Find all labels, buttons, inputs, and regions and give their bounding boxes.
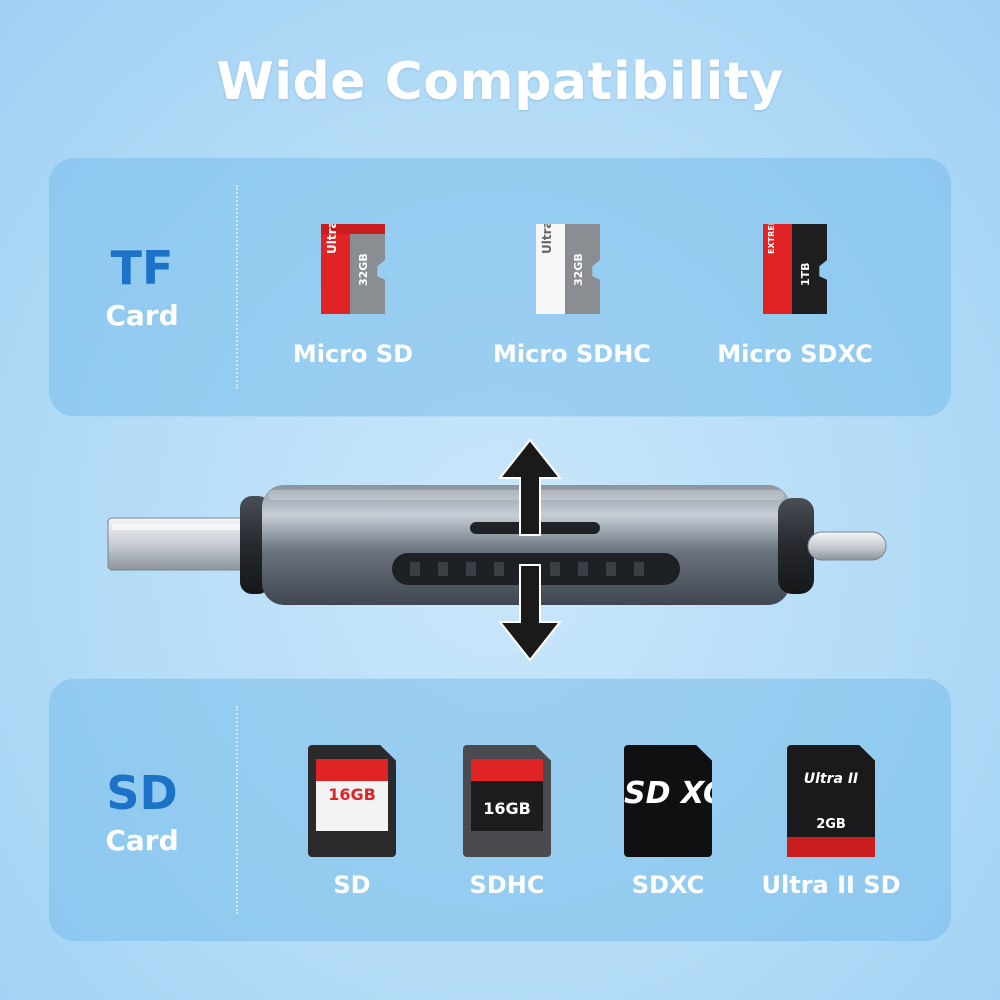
tf-subheading: Card bbox=[105, 299, 179, 332]
sd-card-text: 16GB bbox=[328, 785, 376, 804]
micro-sdxc-item: EXTREME PRO 1TB Micro SDXC bbox=[715, 224, 875, 368]
sdhc-item: 16GB SDHC bbox=[432, 745, 582, 899]
panel-divider bbox=[236, 185, 238, 389]
ultra-ii-card-capacity: 2GB bbox=[816, 817, 846, 832]
sd-category-label: SD Card bbox=[48, 770, 236, 857]
micro-sdhc-label: Micro SDHC bbox=[493, 340, 651, 368]
usb-a-connector bbox=[107, 517, 249, 571]
sdxc-label: SDXC bbox=[631, 871, 705, 899]
panel-divider bbox=[236, 706, 238, 914]
double-arrow-icon bbox=[497, 438, 563, 662]
sdhc-card-image: 16GB bbox=[463, 745, 551, 857]
micro-sd-card-image: Ultra 32GB bbox=[321, 224, 385, 314]
sdxc-card-image: SD XC bbox=[624, 745, 712, 857]
ultra-ii-card-text: Ultra II bbox=[803, 771, 859, 787]
micro-sdhc-card-image: Ultra 32GB bbox=[536, 224, 600, 314]
sd-subheading: Card bbox=[105, 824, 179, 857]
sd-card-panel: SD Card 16GB SD 16GB SDHC SD XC SDXC bbox=[48, 678, 952, 942]
sd-card-image: 16GB bbox=[308, 745, 396, 857]
sd-label: SD bbox=[333, 871, 371, 899]
sdxc-card-logo: SD XC bbox=[624, 776, 726, 811]
right-end-cap bbox=[778, 498, 814, 594]
sdhc-label: SDHC bbox=[469, 871, 545, 899]
micro-sd-item: Ultra 32GB Micro SD bbox=[288, 224, 418, 368]
tf-category-label: TF Card bbox=[48, 245, 236, 332]
ultra-ii-sd-card-image: Ultra II 2GB bbox=[787, 745, 875, 857]
micro-sdhc-item: Ultra 32GB Micro SDHC bbox=[493, 224, 651, 368]
micro-sd-label: Micro SD bbox=[292, 340, 414, 368]
sdhc-card-text: 16GB bbox=[483, 799, 531, 818]
sd-heading: SD bbox=[106, 766, 178, 820]
ultra-ii-sd-label: Ultra II SD bbox=[761, 871, 901, 899]
tf-card-panel: TF Card Ultra 32GB Micro SD Ultra 32GB M… bbox=[48, 157, 952, 417]
tf-heading: TF bbox=[110, 241, 174, 295]
sd-item: 16GB SD bbox=[286, 745, 418, 899]
page-title: Wide Compatibility bbox=[216, 52, 784, 112]
ultra-ii-sd-item: Ultra II 2GB Ultra II SD bbox=[736, 745, 926, 899]
usb-c-connector bbox=[807, 531, 887, 561]
micro-sdxc-card-image: EXTREME PRO 1TB bbox=[763, 224, 827, 314]
sdxc-item: SD XC SDXC bbox=[593, 745, 743, 899]
micro-sdxc-label: Micro SDXC bbox=[717, 340, 873, 368]
